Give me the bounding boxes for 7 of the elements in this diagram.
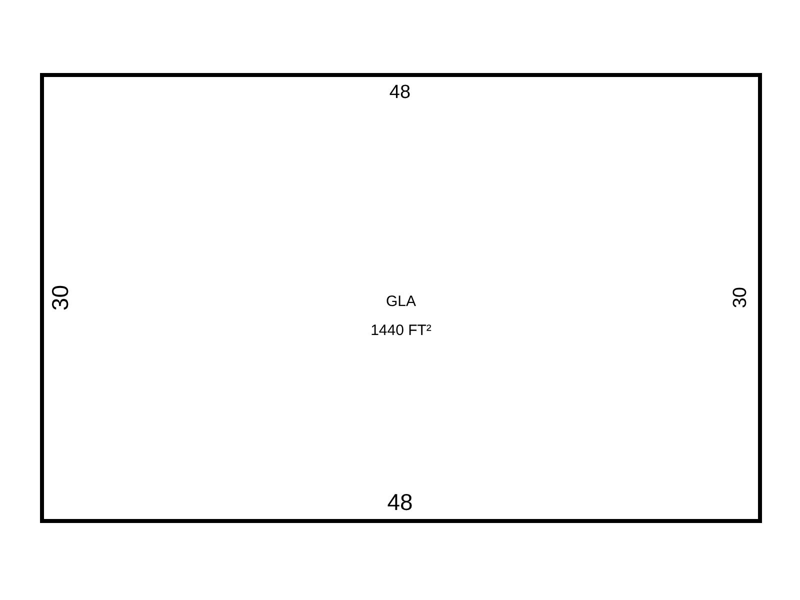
dimension-label: 30 — [730, 287, 750, 309]
room-outline — [40, 73, 762, 523]
dimension-label: 48 — [387, 490, 413, 514]
dimension-label: 48 — [389, 82, 411, 102]
area-value: 1440 FT² — [370, 323, 432, 338]
dimension-label: 30 — [48, 285, 72, 311]
area-name: GLA — [386, 294, 416, 309]
